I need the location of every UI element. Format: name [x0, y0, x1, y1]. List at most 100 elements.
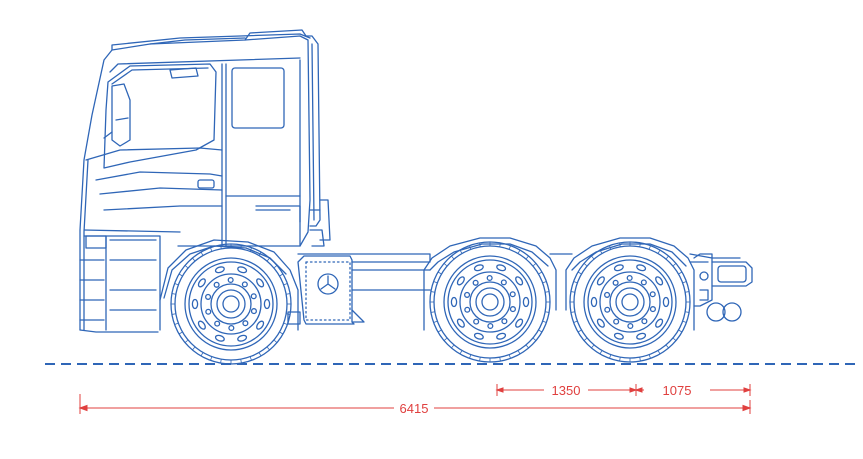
rear-wheel-2-tread	[678, 271, 683, 275]
rear-wheel-2-lug-nut	[640, 279, 647, 286]
rear-wheel-1-tread	[459, 350, 463, 355]
rear-wheel-1-tread	[430, 311, 435, 313]
front-wheel-lug-nut	[250, 293, 257, 300]
front-wheel-tread	[220, 244, 222, 249]
rear-wheel-1-lug-nut	[464, 306, 471, 313]
rear-wheel-1-ring	[469, 281, 511, 323]
rear-wheel-2-tread	[665, 344, 669, 349]
front-wheel-tread	[200, 352, 204, 357]
front-wheel-tread	[286, 313, 291, 315]
rear-wheel-2-tread	[609, 354, 612, 359]
rear-wheel-1-tread	[479, 357, 481, 362]
front-wheel-tread	[273, 265, 278, 269]
front-wheel	[170, 243, 292, 365]
rear-wheel-2-lug-nut	[649, 306, 656, 313]
front-wheel-tread	[249, 247, 252, 252]
rear-wheel-arch-1	[423, 237, 557, 331]
rear-wheel-1-rim-hole	[456, 276, 465, 286]
front-wheel-lug-nut	[214, 320, 221, 327]
rear-wheel-2-rim-hole	[662, 296, 670, 308]
rear-wheel-1-tread	[542, 320, 547, 323]
axle-spacing-1-label: 1350	[552, 383, 581, 398]
front-wheel-rim-hole	[197, 320, 206, 330]
rear-wheel-2-tread	[599, 249, 603, 254]
front-wheel-rim-hole	[263, 298, 271, 310]
front-wheel-tread	[210, 247, 213, 252]
dimension-lines	[78, 384, 752, 414]
front-wheel-tread	[279, 331, 284, 335]
front-wheel-rim-hole	[197, 278, 206, 288]
rear-wheel-1-ring	[459, 271, 521, 333]
rear-wheel-1-lug-nut	[473, 318, 480, 325]
rear-wheel-1-lug-nut	[509, 306, 516, 313]
rear-wheel-2-rim-hole	[655, 318, 664, 328]
front-wheel-tread	[266, 346, 270, 351]
rear-wheel-2-rim-hole	[613, 332, 624, 340]
rear-wheel-2-tread	[657, 350, 661, 355]
rear-wheel-2-lug-nut	[604, 291, 611, 298]
rear-wheel-2-tread	[570, 291, 575, 293]
front-wheel-tread	[192, 346, 196, 351]
air-intake-pipe	[305, 35, 331, 247]
rear-wheel-1-tread	[538, 329, 543, 333]
chassis-frame	[297, 253, 741, 291]
front-wheel-tread	[258, 251, 262, 256]
front-wheel-rim-hole	[214, 334, 225, 342]
rear-wheel-2-tread	[573, 281, 578, 284]
front-wheel-lug-nut	[205, 308, 212, 315]
front-wheel-ring	[216, 289, 246, 319]
rear-wheel-2-tread	[583, 263, 588, 267]
rear-wheel-2-tread	[591, 255, 595, 260]
rear-wheel-2-tread	[648, 354, 651, 359]
rear-wheel-1-tread	[437, 329, 442, 333]
front-wheel-rim-hole	[237, 266, 248, 274]
rear-wheel-2-tread	[591, 344, 595, 349]
rear-wheel-1-tread	[433, 320, 438, 323]
front-wheel-tread	[171, 293, 176, 295]
rear-wheel-2-ring	[599, 271, 661, 333]
rear-wheel-2-tread	[672, 337, 677, 341]
wheels	[170, 241, 691, 365]
rear-wheel-2-lug-nut	[613, 318, 620, 325]
front-wheel-tread	[266, 257, 270, 262]
front-wheel-tread	[249, 356, 252, 361]
rear-wheel-1-ring	[443, 255, 537, 349]
rear-wheel-1-lug-nut	[486, 274, 493, 282]
rear-wheel-2-rim-hole	[590, 296, 598, 308]
front-wheel-arch	[159, 239, 299, 331]
rear-wheel-1-tread	[443, 337, 448, 341]
rear-wheel-1-rim-hole	[515, 318, 524, 328]
front-wheel-tread	[240, 359, 242, 364]
rear-wheel-1	[429, 241, 551, 363]
rear-wheel-1-tread	[499, 357, 501, 362]
rear-wheel-1-tread	[542, 281, 547, 284]
rear-wheel-2-tread	[657, 249, 661, 254]
rear-wheel-2-ring	[615, 287, 645, 317]
rear-wheel-2-rim-hole	[613, 264, 624, 272]
rear-wheel-2-tread	[665, 255, 669, 260]
front-wheel-tread	[200, 251, 204, 256]
rear-wheel-2-lug-nut	[641, 318, 648, 325]
axle-spacing-1-dimension	[495, 384, 638, 396]
rear-wheel-2-tread	[685, 311, 690, 313]
overall-length-label: 6415	[400, 401, 429, 416]
rear-wheel-1-lug-nut	[464, 291, 471, 298]
rear-wheel-2-lug-nut	[604, 306, 611, 313]
front-wheel-tread	[286, 293, 291, 295]
rear-wheel-2-tread	[685, 291, 690, 293]
rear-wheel-2-tread	[577, 271, 582, 275]
front-wheel-tread	[283, 283, 288, 286]
rear-wheel-2-ring	[609, 281, 651, 323]
rear-wheel-2-ring	[621, 293, 639, 311]
rear-wheel-2-rim-hole	[655, 276, 664, 286]
rear-wheel-1-tread	[525, 255, 529, 260]
front-wheel-ring	[188, 261, 274, 347]
front-wheel-tread	[273, 339, 278, 343]
rear-wheel-1-lug-nut	[500, 279, 507, 286]
rear-wheel-1-ring	[475, 287, 505, 317]
step-box	[287, 255, 365, 325]
rear-wheel-1-tread	[451, 255, 455, 260]
front-wheel-ring	[200, 273, 262, 335]
front-wheel-lug-nut	[213, 281, 220, 288]
